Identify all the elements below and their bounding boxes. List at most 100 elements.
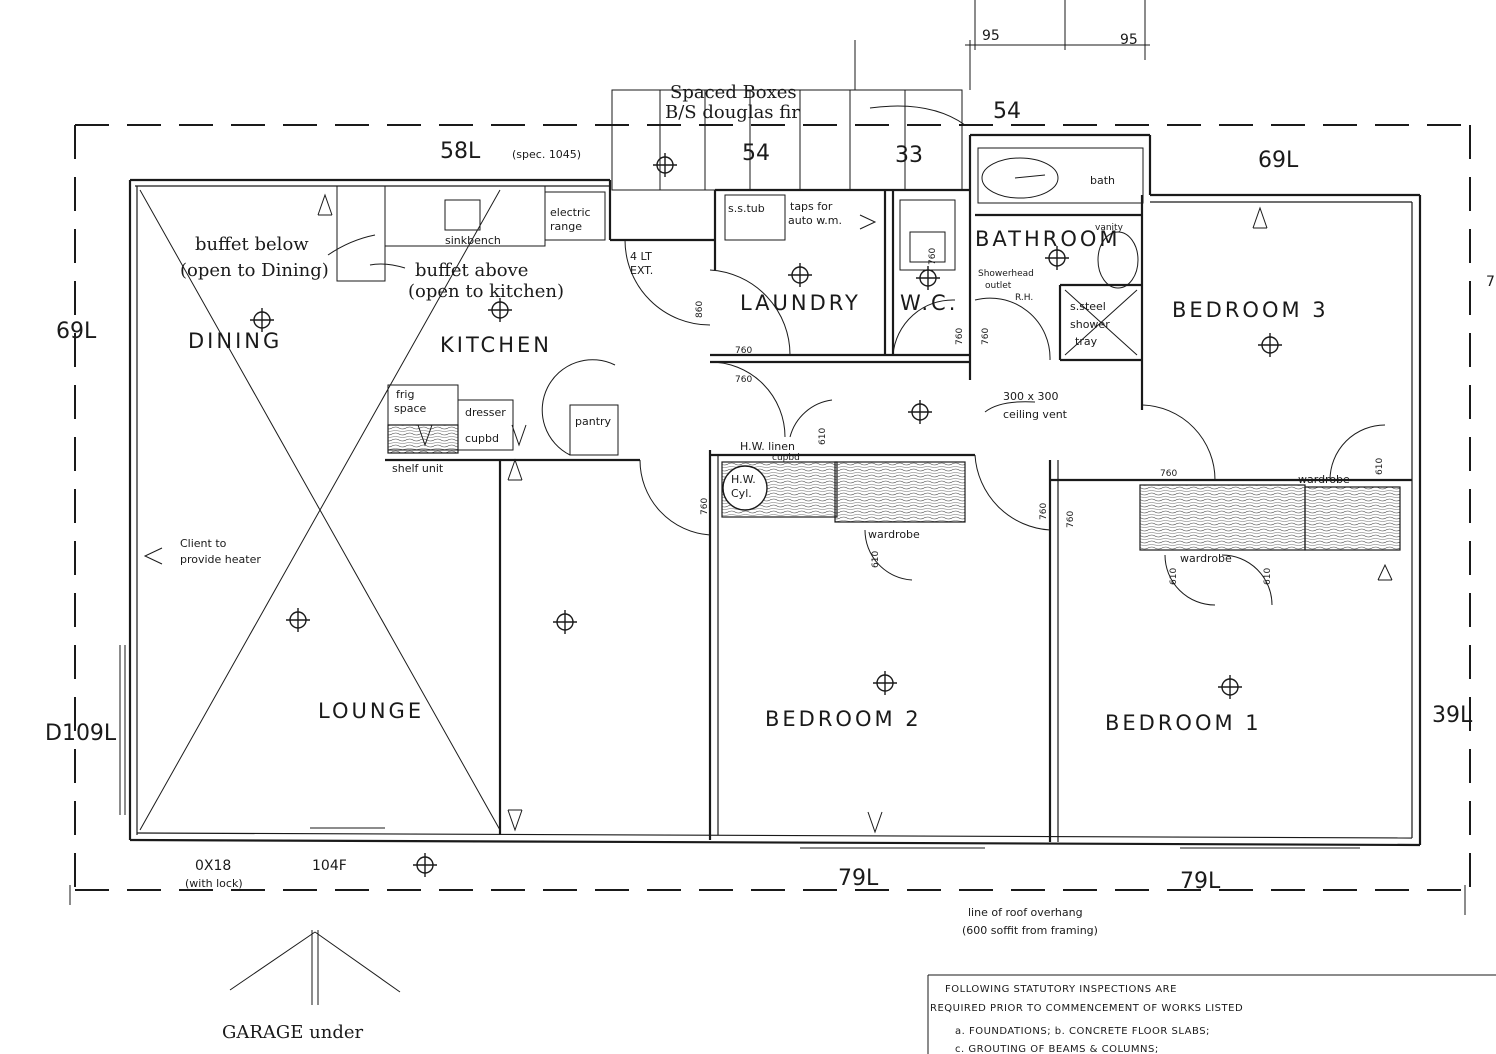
dim-7: 7 xyxy=(1486,274,1495,290)
label-s-steel: s.steel xyxy=(1070,300,1106,313)
label-wardrobe-bed1: wardrobe xyxy=(1180,552,1232,565)
dim-95-b: 95 xyxy=(1120,32,1138,48)
label-rh: R.H. xyxy=(1015,293,1033,303)
label-provide-heater: provide heater xyxy=(180,553,261,566)
note-open-to-dining: (open to Dining) xyxy=(180,260,329,281)
label-vanity: vanity xyxy=(1095,223,1124,233)
leader-lines xyxy=(327,105,1046,413)
void-diagonals xyxy=(139,189,501,831)
room-label-wc: W.C. xyxy=(900,291,958,315)
room-label-bedroom-1: BEDROOM 1 xyxy=(1105,711,1262,735)
label-shower: shower xyxy=(1070,318,1110,331)
dim-79l-b: 79L xyxy=(1180,869,1221,894)
room-label-bathroom: BATHROOM xyxy=(975,227,1121,251)
dim-69l-top: 69L xyxy=(1258,148,1299,173)
label-ceiling-vent: ceiling vent xyxy=(1003,408,1068,421)
dim-79l-a: 79L xyxy=(838,866,879,891)
label-pantry: pantry xyxy=(575,415,612,428)
label-showerhead: Showerhead xyxy=(978,269,1034,279)
room-label-laundry: LAUNDRY xyxy=(740,291,861,315)
label-tray: tray xyxy=(1075,335,1098,348)
wet-area-fixtures xyxy=(724,147,1144,356)
room-label-lounge: LOUNGE xyxy=(318,699,424,723)
section-arrow-icon xyxy=(143,547,163,565)
section-arrow-icon xyxy=(1252,206,1268,229)
door-width-610: 610 xyxy=(1169,568,1179,585)
section-arrow-icon xyxy=(859,214,877,230)
light-fitting-icon xyxy=(285,607,311,633)
section-arrow-icon xyxy=(317,193,333,216)
label-hw: H.W. xyxy=(731,473,756,486)
door-width-760: 760 xyxy=(1066,511,1076,528)
note-buffet-above: buffet above xyxy=(415,260,528,281)
windows xyxy=(119,645,1360,849)
room-label-bedroom-3: BEDROOM 3 xyxy=(1172,298,1329,322)
dim-54-top: 54 xyxy=(993,99,1021,124)
light-fitting-icon xyxy=(1257,332,1283,358)
label-ss-tub: s.s.tub xyxy=(728,202,765,215)
label-garage-under: GARAGE under xyxy=(222,1022,364,1043)
light-fitting-icon xyxy=(552,609,578,635)
label-door-ox18: 0X18 xyxy=(195,858,231,874)
dim-69l-left: 69L xyxy=(56,319,97,344)
dim-d109l: D109L xyxy=(45,721,117,746)
door-width-760: 760 xyxy=(735,346,752,356)
dim-54-stair: 54 xyxy=(742,141,770,166)
label-dresser: dresser xyxy=(465,406,506,419)
door-width-760: 760 xyxy=(735,375,752,385)
door-width-760: 760 xyxy=(1039,503,1049,520)
label-hw-linen: H.W. linen xyxy=(740,440,795,453)
section-arrow-icon xyxy=(1377,563,1393,581)
door-width-760: 760 xyxy=(981,328,991,345)
door-width-610: 610 xyxy=(871,551,881,568)
label-frig: frig xyxy=(396,388,414,401)
label-spaced-boxes: Spaced Boxes xyxy=(670,82,797,103)
dim-58l: 58L xyxy=(440,139,481,164)
section-arrows xyxy=(143,193,1393,834)
dim-39l: 39L xyxy=(1432,703,1473,728)
label-window-104f: 104F xyxy=(312,858,347,874)
label-douglas-fir: B/S douglas fir xyxy=(665,102,800,123)
label-sinkbench: sinkbench xyxy=(445,234,501,247)
wardrobes xyxy=(721,461,1401,551)
light-fitting-icon xyxy=(907,399,933,425)
note-line-2: REQUIRED PRIOR TO COMMENCEMENT OF WORKS … xyxy=(930,1003,1243,1014)
label-wardrobe-bed3: wardrobe xyxy=(1298,473,1350,486)
label-ext: EXT. xyxy=(630,264,653,277)
door-width-760: 760 xyxy=(700,498,710,515)
label-cupbd: cupbd xyxy=(465,432,499,445)
north-arrow-icon xyxy=(229,930,401,1005)
label-space: space xyxy=(394,402,427,415)
note-line-3: a. FOUNDATIONS; b. CONCRETE FLOOR SLABS; xyxy=(955,1026,1210,1037)
section-arrow-icon xyxy=(507,809,523,832)
room-label-bedroom-2: BEDROOM 2 xyxy=(765,707,922,731)
label-outlet: outlet xyxy=(985,281,1012,291)
door-width-860: 860 xyxy=(695,301,705,318)
label-with-lock: (with lock) xyxy=(185,877,243,890)
note-buffet-below: buffet below xyxy=(195,234,309,255)
label-taps-for: taps for xyxy=(790,200,833,213)
door-width-760: 760 xyxy=(955,328,965,345)
door-swings xyxy=(541,239,1386,606)
note-open-to-kitchen: (open to kitchen) xyxy=(408,281,564,302)
label-cyl: Cyl. xyxy=(731,487,752,500)
label-bath: bath xyxy=(1090,174,1115,187)
roof-overhang-line xyxy=(74,124,1471,891)
room-label-dining: DINING xyxy=(188,329,282,353)
door-width-760: 760 xyxy=(1160,469,1177,479)
room-label-kitchen: KITCHEN xyxy=(440,333,552,357)
label-soffit: (600 soffit from framing) xyxy=(962,924,1098,937)
light-fitting-icon xyxy=(1217,674,1243,700)
dim-33: 33 xyxy=(895,143,923,168)
door-width-610: 610 xyxy=(1263,568,1273,585)
interior-walls xyxy=(385,190,1412,842)
door-width-610: 610 xyxy=(1375,458,1385,475)
label-auto-wm: auto w.m. xyxy=(788,214,842,227)
section-arrow-icon xyxy=(867,811,883,834)
section-arrow-icon xyxy=(511,424,527,447)
label-range: range xyxy=(550,220,582,233)
light-fitting-icon xyxy=(787,262,813,288)
light-fitting-icon xyxy=(652,152,678,178)
label-4lt: 4 LT xyxy=(630,250,652,263)
